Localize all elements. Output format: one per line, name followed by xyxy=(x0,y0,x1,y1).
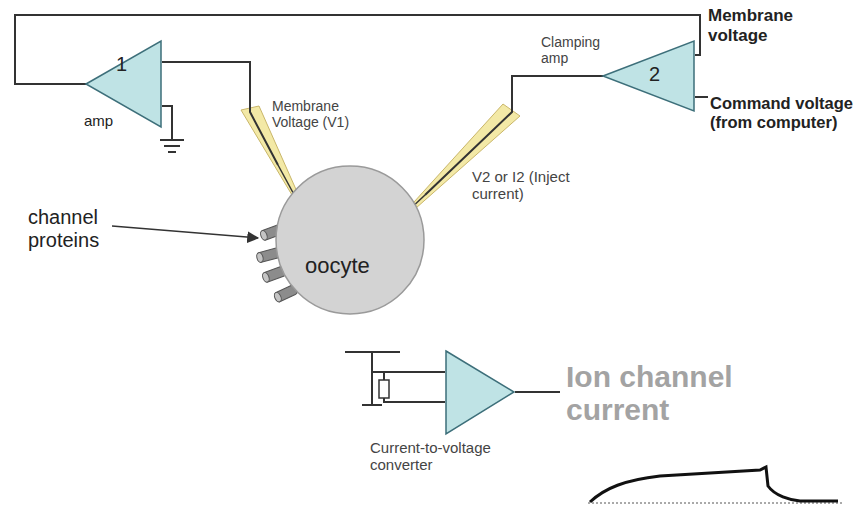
output-label: Ion channel current xyxy=(566,360,796,426)
wire xyxy=(15,15,700,84)
wire-label: Membrane voltage xyxy=(708,6,808,45)
oocyte-circle xyxy=(276,166,424,314)
amp-label: amp xyxy=(84,112,124,129)
amp-label: Clamping amp xyxy=(541,34,603,66)
input-wire xyxy=(695,96,708,98)
part-label: channel proteins xyxy=(28,206,118,252)
converter-label: Current-to-voltage converter xyxy=(370,439,515,474)
current-trace xyxy=(590,467,838,502)
node-outline xyxy=(445,350,515,435)
ground-symbol xyxy=(160,106,184,152)
amplifier: 1 amp xyxy=(86,40,162,128)
leader-arrow xyxy=(112,226,258,238)
amplifier-triangle xyxy=(446,351,514,434)
oocyte: oocyte xyxy=(275,165,425,315)
wire-label: V2 or I2 (Inject current) xyxy=(472,168,622,203)
amplifier-triangle xyxy=(603,41,694,111)
converter-amplifier: Current-to-voltage converter xyxy=(445,350,515,435)
wire xyxy=(162,62,278,165)
bath-electrode xyxy=(345,352,445,405)
amp-number: 1 xyxy=(116,53,136,76)
output-wire xyxy=(515,391,560,393)
clamping-amplifier: 2Clamping amp xyxy=(603,40,695,112)
node-outline xyxy=(275,165,425,315)
trace-baseline xyxy=(588,503,842,504)
cell-label: oocyte xyxy=(305,253,395,278)
resistor-symbol xyxy=(379,380,389,398)
signal-label: Command voltage (from computer) xyxy=(710,94,860,132)
amp-number: 2 xyxy=(649,63,669,86)
wire-label: Membrane Voltage (V1) xyxy=(272,98,372,130)
